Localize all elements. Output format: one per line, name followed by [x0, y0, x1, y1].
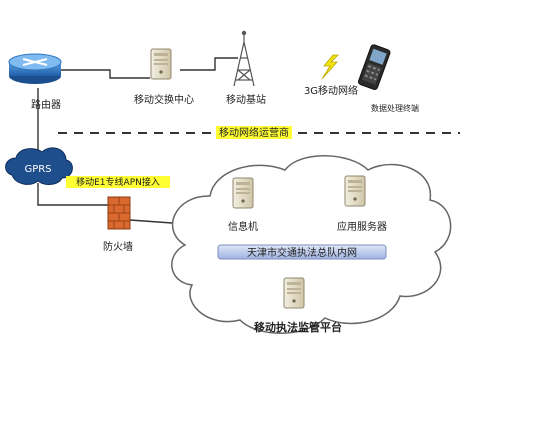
- gprs-cloud-icon: [5, 147, 73, 185]
- operator-label-highlight: [216, 126, 292, 139]
- apn-access-label: 移动E1专线APN接入: [76, 176, 160, 188]
- app-server-label: 应用服务器: [337, 220, 387, 233]
- internal-network-bus: [217, 244, 387, 260]
- lightning-icon: [321, 54, 339, 80]
- terminal-label: 数据处理终端: [371, 103, 419, 113]
- signal-machine-server-icon: [232, 177, 254, 209]
- router-switch-link: [58, 69, 150, 79]
- base-station-tower-icon: [233, 30, 255, 87]
- network-3g-label: 3G移动网络: [304, 84, 358, 97]
- switch-basestation-link: [180, 57, 238, 71]
- firewall-label: 防火墙: [103, 240, 133, 253]
- switch-center-server-icon: [150, 48, 172, 80]
- apn-label-highlight: [66, 176, 170, 188]
- base-station-label: 移动基站: [226, 93, 266, 106]
- internal-network-label: 天津市交通执法总队内网: [247, 246, 357, 259]
- gprs-firewall-link: [37, 183, 109, 206]
- operator-network-label: 移动网络运营商: [219, 126, 289, 139]
- router-label: 路由器: [31, 98, 61, 111]
- platform-label: 移动执法监管平台: [254, 320, 342, 334]
- platform-server-icon: [283, 277, 305, 309]
- signal-machine-label: 信息机: [228, 220, 258, 233]
- app-server-icon: [344, 175, 366, 207]
- data-terminal-icon: [357, 44, 391, 90]
- gprs-label: GPRS: [24, 164, 51, 175]
- router-icon: [8, 53, 62, 84]
- firewall-icon: [107, 196, 131, 230]
- switch-center-label: 移动交换中心: [134, 93, 194, 106]
